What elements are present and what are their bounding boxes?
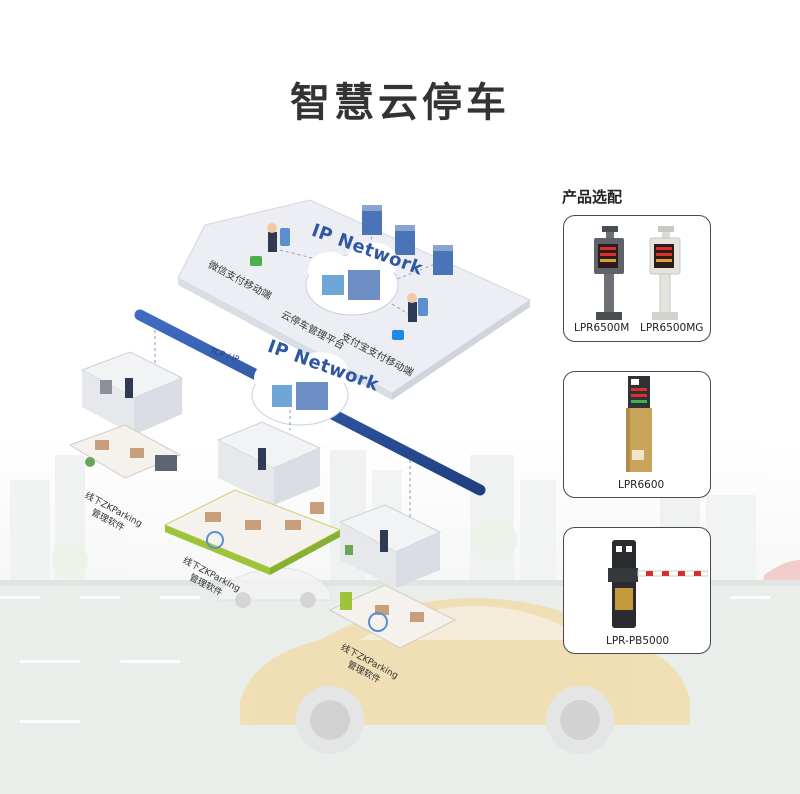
lpr6500m-image <box>594 226 681 320</box>
model-label-lpr6600: LPR6600 <box>618 479 665 491</box>
lpr6600-image <box>626 376 652 472</box>
lpr-pb5000-image <box>608 540 708 628</box>
model-label-lpr6500m: LPR6500M <box>574 322 630 334</box>
model-label-lpr-pb5000: LPR-PB5000 <box>606 635 670 647</box>
alipay-icon <box>392 330 404 340</box>
product-selection-heading: 产品选配 <box>562 188 623 206</box>
server-icon <box>362 205 453 275</box>
cloud-icon-top <box>305 242 399 316</box>
product-card-lpr6600[interactable]: LPR6600 <box>563 371 711 498</box>
site-building-3 <box>328 504 457 649</box>
site-building-1 <box>68 351 184 479</box>
product-card-lpr-pb5000[interactable]: LPR-PB5000 <box>563 527 711 654</box>
page-title: 智慧云停车 <box>290 80 510 126</box>
model-label-lpr6500mg: LPR6500MG <box>640 322 704 334</box>
product-card-lpr6500[interactable]: LPR6500M LPR6500MG <box>563 215 711 342</box>
person-figure <box>267 223 428 322</box>
white-car <box>217 567 333 608</box>
cloud-icon-bottom <box>251 352 349 426</box>
wechat-icon <box>250 256 262 266</box>
site-building-2 <box>163 421 342 575</box>
